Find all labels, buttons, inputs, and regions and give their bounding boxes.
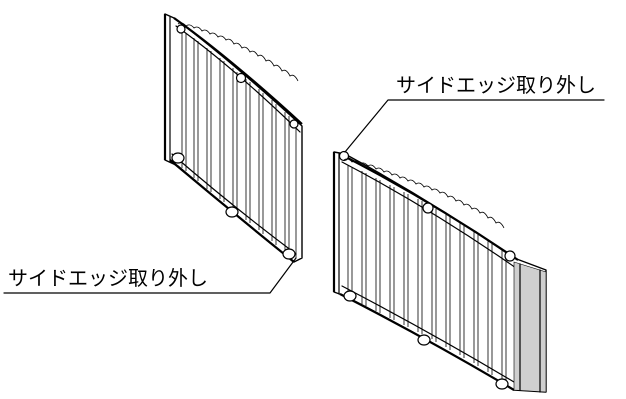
panel-right-scallop: [343, 158, 505, 229]
panel-right-bottom-rollers: [343, 290, 509, 390]
panel-left-face: [164, 13, 303, 263]
panel-left-top-knobs: [176, 24, 299, 129]
panel-left-slats: [181, 30, 297, 258]
panel-left-top-rail: [173, 17, 303, 125]
callout-bottom-left: サイドエッジ取り外し: [3, 257, 297, 294]
shutter-panel-right: [332, 150, 547, 393]
callout-top-right-leader: [344, 99, 605, 153]
panel-right-slats: [347, 165, 507, 383]
callout-bottom-left-leader: [3, 257, 297, 294]
panel-left-scallop: [177, 22, 299, 82]
panel-left-top-rail-inner: [175, 25, 301, 133]
panel-right-bottom-rail-inner: [341, 285, 515, 383]
shutter-panel-left: [163, 13, 303, 263]
callout-bottom-left-label: サイドエッジ取り外し: [8, 266, 208, 290]
callout-top-right: サイドエッジ取り外し: [344, 73, 605, 153]
panel-right-top-knobs: [338, 150, 516, 262]
panel-left-bottom-rollers: [171, 152, 296, 260]
callout-top-right-label: サイドエッジ取り外し: [396, 73, 596, 97]
panel-right-end-cap: [513, 261, 547, 393]
